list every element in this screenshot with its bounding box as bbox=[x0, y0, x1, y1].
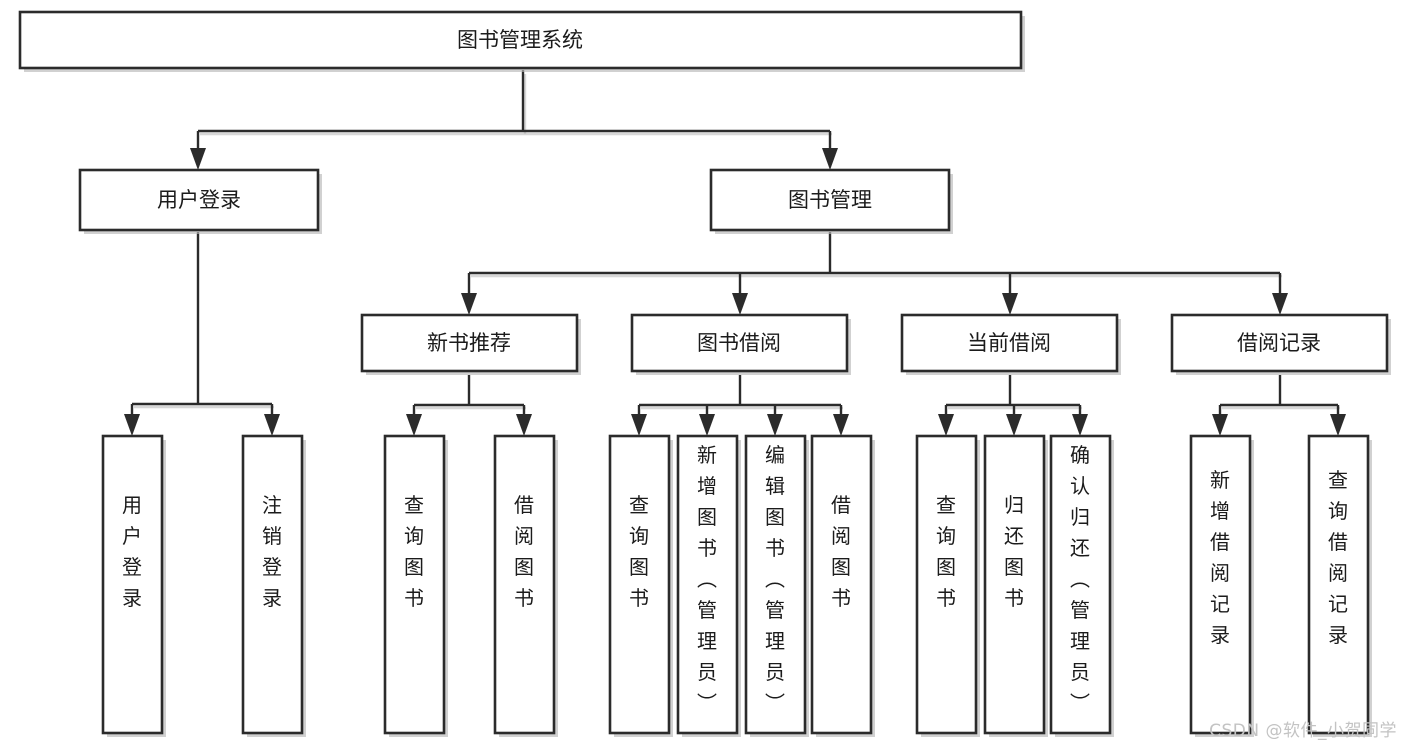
node-leaf-logout-box[interactable] bbox=[241, 434, 304, 735]
node-leaf-query-book-3-label: 查询图书 bbox=[936, 493, 956, 610]
arrow-head-icon bbox=[1330, 414, 1346, 436]
arrow-head-icon bbox=[822, 148, 838, 170]
arrow-head-icon bbox=[767, 414, 783, 436]
node-leaf-user-login[interactable]: 用户登录 bbox=[101, 434, 166, 737]
arrow-head-icon bbox=[1006, 414, 1022, 436]
node-new-book-rec-label: 新书推荐 bbox=[427, 331, 511, 355]
node-leaf-borrow-book-1-label: 借阅图书 bbox=[514, 493, 534, 610]
node-leaf-return-book-box[interactable] bbox=[983, 434, 1046, 735]
arrow-head-icon bbox=[516, 414, 532, 436]
node-leaf-borrow-book-2[interactable]: 借阅图书 bbox=[810, 434, 875, 737]
node-book-borrow-box[interactable] bbox=[630, 313, 849, 373]
node-user-login[interactable]: 用户登录 bbox=[78, 168, 322, 234]
node-leaf-confirm-return[interactable]: 确认归还︵管理员︶ bbox=[1049, 434, 1114, 737]
node-leaf-logout-label: 注销登录 bbox=[262, 493, 282, 610]
node-leaf-confirm-return-box[interactable] bbox=[1049, 434, 1112, 735]
node-current-borrow-label: 当前借阅 bbox=[967, 331, 1051, 355]
node-leaf-add-book[interactable]: 新增图书︵管理员︶ bbox=[676, 434, 741, 737]
node-leaf-query-book-1[interactable]: 查询图书 bbox=[383, 434, 448, 737]
node-book-manage-label: 图书管理 bbox=[788, 188, 872, 212]
node-borrow-record[interactable]: 借阅记录 bbox=[1170, 313, 1391, 375]
node-leaf-edit-book-box[interactable] bbox=[744, 434, 807, 735]
arrow-head-icon bbox=[1272, 293, 1288, 315]
node-leaf-borrow-book-1[interactable]: 借阅图书 bbox=[493, 434, 558, 737]
node-leaf-query-book-2-box[interactable] bbox=[608, 434, 671, 735]
node-leaf-query-record-label: 查询借阅记录 bbox=[1328, 468, 1348, 647]
node-book-manage-box[interactable] bbox=[709, 168, 951, 232]
node-leaf-borrow-book-2-label: 借阅图书 bbox=[831, 493, 851, 610]
arrow-head-icon bbox=[190, 148, 206, 170]
arrow-head-icon bbox=[124, 414, 140, 436]
node-leaf-add-record-box[interactable] bbox=[1189, 434, 1252, 735]
node-borrow-record-label: 借阅记录 bbox=[1237, 331, 1321, 355]
node-leaf-borrow-book-2-box[interactable] bbox=[810, 434, 873, 735]
node-leaf-edit-book[interactable]: 编辑图书︵管理员︶ bbox=[744, 434, 809, 737]
node-leaf-borrow-book-1-box[interactable] bbox=[493, 434, 556, 735]
node-current-borrow-box[interactable] bbox=[900, 313, 1119, 373]
node-leaf-add-record-label: 新增借阅记录 bbox=[1210, 468, 1230, 647]
node-leaf-return-book[interactable]: 归还图书 bbox=[983, 434, 1048, 737]
arrow-head-icon bbox=[264, 414, 280, 436]
node-book-borrow[interactable]: 图书借阅 bbox=[630, 313, 851, 375]
node-root-label: 图书管理系统 bbox=[457, 28, 583, 52]
node-leaf-user-login-label: 用户登录 bbox=[122, 493, 142, 610]
arrow-head-icon bbox=[631, 414, 647, 436]
node-leaf-query-book-3[interactable]: 查询图书 bbox=[915, 434, 980, 737]
arrow-head-icon bbox=[406, 414, 422, 436]
node-leaf-return-book-label: 归还图书 bbox=[1004, 493, 1024, 610]
arrow-head-icon bbox=[938, 414, 954, 436]
node-current-borrow[interactable]: 当前借阅 bbox=[900, 313, 1121, 375]
node-leaf-edit-book-label: 编辑图书︵管理员︶ bbox=[765, 443, 785, 715]
node-root-box[interactable] bbox=[18, 10, 1023, 70]
node-leaf-add-book-box[interactable] bbox=[676, 434, 739, 735]
arrow-head-icon bbox=[1072, 414, 1088, 436]
node-new-book-rec-box[interactable] bbox=[360, 313, 579, 373]
arrow-head-icon bbox=[1002, 293, 1018, 315]
connector-layer bbox=[124, 70, 1346, 436]
node-leaf-query-book-2-label: 查询图书 bbox=[629, 493, 649, 610]
arrow-head-icon bbox=[461, 293, 477, 315]
node-leaf-query-record[interactable]: 查询借阅记录 bbox=[1307, 434, 1372, 737]
node-leaf-add-record[interactable]: 新增借阅记录 bbox=[1189, 434, 1254, 737]
node-leaf-add-book-label: 新增图书︵管理员︶ bbox=[697, 443, 717, 715]
node-leaf-query-book-2[interactable]: 查询图书 bbox=[608, 434, 673, 737]
node-root[interactable]: 图书管理系统 bbox=[18, 10, 1025, 72]
arrow-head-icon bbox=[1212, 414, 1228, 436]
node-leaf-query-book-3-box[interactable] bbox=[915, 434, 978, 735]
node-leaf-confirm-return-label: 确认归还︵管理员︶ bbox=[1070, 443, 1090, 715]
node-leaf-user-login-box[interactable] bbox=[101, 434, 164, 735]
arrow-head-icon bbox=[699, 414, 715, 436]
arrow-head-icon bbox=[833, 414, 849, 436]
node-user-login-label: 用户登录 bbox=[157, 188, 241, 212]
node-leaf-query-book-1-label: 查询图书 bbox=[404, 493, 424, 610]
arrow-head-icon bbox=[732, 293, 748, 315]
node-leaf-query-book-1-box[interactable] bbox=[383, 434, 446, 735]
node-leaf-query-record-box[interactable] bbox=[1307, 434, 1370, 735]
node-new-book-rec[interactable]: 新书推荐 bbox=[360, 313, 581, 375]
csdn-watermark: CSDN @软件_小贺同学 bbox=[1209, 721, 1397, 741]
node-user-login-box[interactable] bbox=[78, 168, 320, 232]
node-book-borrow-label: 图书借阅 bbox=[697, 331, 781, 355]
node-book-manage[interactable]: 图书管理 bbox=[709, 168, 953, 234]
node-borrow-record-box[interactable] bbox=[1170, 313, 1389, 373]
node-leaf-logout[interactable]: 注销登录 bbox=[241, 434, 306, 737]
